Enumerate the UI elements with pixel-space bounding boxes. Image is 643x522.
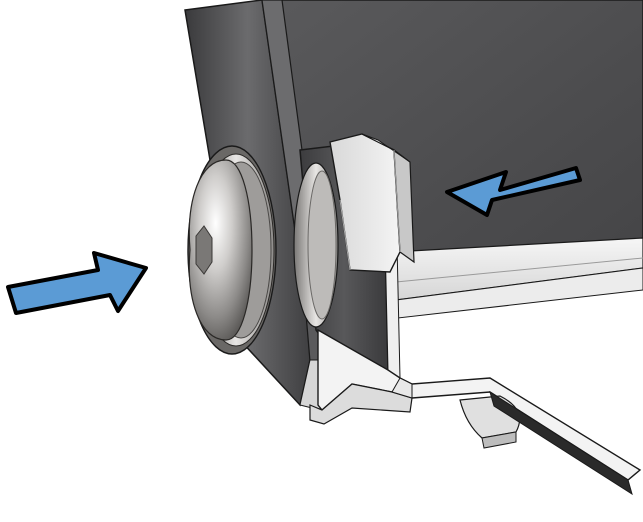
hex-socket [195, 225, 213, 275]
right-arrow [445, 166, 582, 217]
screw-assembly [187, 145, 277, 355]
hex-nut [329, 133, 415, 273]
left-arrow [6, 251, 148, 315]
screw-head [188, 159, 253, 341]
bracket-foot [309, 328, 642, 496]
inner-washer [293, 162, 339, 328]
